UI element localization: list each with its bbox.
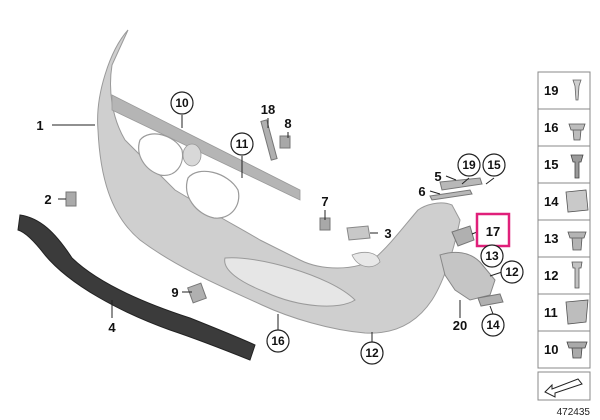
expansion-nut-icon — [568, 123, 586, 141]
clip-nut-icon — [565, 189, 589, 213]
callout-19: 19 — [462, 158, 476, 172]
part-17-bracket — [451, 225, 475, 247]
callout-15: 15 — [487, 158, 501, 172]
bumper-cover — [97, 29, 461, 334]
callout-1: 1 — [36, 118, 43, 133]
push-rivet-icon — [572, 79, 582, 101]
callout-12-right: 12 — [505, 265, 519, 279]
callout-5: 5 — [434, 169, 441, 184]
callout-7: 7 — [321, 194, 328, 209]
direction-arrow-icon — [544, 378, 583, 398]
callout-13: 13 — [485, 249, 499, 263]
parts-list-item-19: 19 — [544, 83, 558, 98]
parts-list-item-14: 14 — [544, 194, 559, 209]
expansion-nut-2-icon — [567, 231, 587, 251]
part-8-clip — [279, 135, 291, 149]
parts-list-item-16: 16 — [544, 120, 558, 135]
callout-9: 9 — [171, 285, 178, 300]
part-2-clip — [65, 191, 77, 207]
diagram-part-number: 472435 — [557, 407, 591, 418]
part-20-bracket — [439, 251, 496, 301]
parts-list-item-15: 15 — [544, 157, 558, 172]
part-14-clip — [477, 293, 504, 307]
part-18-strip — [260, 119, 278, 161]
callout-2: 2 — [44, 192, 51, 207]
callout-14: 14 — [486, 318, 500, 332]
part-3-cover — [346, 225, 371, 241]
callout-20: 20 — [453, 318, 467, 333]
collar-nut-icon — [566, 341, 588, 359]
parts-list-item-13: 13 — [544, 231, 558, 246]
parts-list-item-11: 11 — [544, 305, 558, 320]
callout-12-bottom: 12 — [365, 346, 379, 360]
callout-3: 3 — [384, 226, 391, 241]
callout-4: 4 — [108, 320, 116, 335]
leader-lines — [52, 115, 503, 342]
part-6-strip — [429, 189, 473, 201]
parts-list-item-10: 10 — [544, 342, 558, 357]
spring-nut-icon — [565, 299, 589, 325]
part-5-clip — [439, 177, 483, 191]
screw-icon — [570, 154, 584, 179]
energy-absorber — [17, 214, 256, 361]
callout-17: 17 — [486, 224, 500, 239]
callout-8: 8 — [284, 116, 291, 131]
callout-11: 11 — [236, 137, 249, 151]
callout-16: 16 — [271, 334, 285, 348]
part-9-bracket — [187, 282, 207, 304]
callout-18: 18 — [261, 102, 275, 117]
expanding-rivet-icon — [571, 261, 583, 289]
parts-list: 19 16 15 14 13 12 11 10 — [537, 71, 591, 401]
callout-10: 10 — [175, 96, 189, 110]
callout-6: 6 — [418, 184, 425, 199]
parts-list-item-12: 12 — [544, 268, 558, 283]
callouts: 1 2 4 9 10 11 18 8 7 3 5 6 19 15 17 13 1… — [36, 91, 524, 365]
